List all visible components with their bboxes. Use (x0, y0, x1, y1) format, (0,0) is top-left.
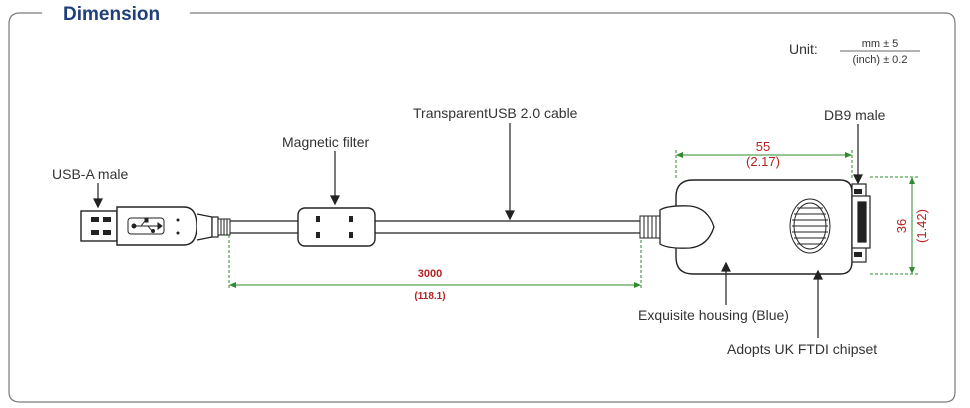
arrow-magnetic-filter (330, 151, 340, 206)
dimension-line-length (228, 235, 642, 290)
strain-relief-left (217, 218, 231, 236)
strain-relief-right (639, 215, 663, 239)
db9-connector (851, 183, 871, 263)
arrow-usb-a (93, 183, 103, 209)
height-inch: (1.42) (914, 209, 929, 243)
magnetic-filter-body (297, 207, 376, 247)
frame-border (8, 12, 956, 403)
arrow-chipset (813, 269, 823, 338)
width-mm: 55 (756, 139, 770, 154)
label-magnetic-filter: Magnetic filter (282, 134, 369, 150)
usb-a-plug (80, 206, 231, 246)
label-housing: Exquisite housing (Blue) (638, 307, 789, 323)
arrow-cable (505, 123, 515, 221)
label-cable: TransparentUSB 2.0 cable (413, 105, 578, 121)
usb-logo-icon (127, 217, 165, 235)
db9-adapter (639, 179, 871, 275)
length-inch: (118.1) (414, 291, 445, 302)
page-title: Dimension (63, 4, 160, 25)
unit-label: Unit: (789, 41, 818, 57)
label-db9-male: DB9 male (824, 107, 886, 123)
dimension-line-height (870, 176, 918, 275)
usb-cable (228, 220, 646, 234)
label-usb-a-male: USB-A male (52, 166, 128, 182)
dimension-line-width (675, 150, 853, 180)
width-inch: (2.17) (746, 154, 780, 169)
label-chipset: Adopts UK FTDI chipset (727, 341, 877, 357)
unit-inch: (inch) ± 0.2 (853, 54, 908, 66)
unit-mm: mm ± 5 (862, 38, 899, 50)
housing-bullet (659, 205, 715, 249)
height-mm: 36 (894, 219, 909, 233)
arrow-db9 (853, 124, 863, 185)
arrow-housing (721, 261, 731, 305)
length-mm: 3000 (418, 268, 442, 280)
grip-icon (789, 198, 831, 254)
